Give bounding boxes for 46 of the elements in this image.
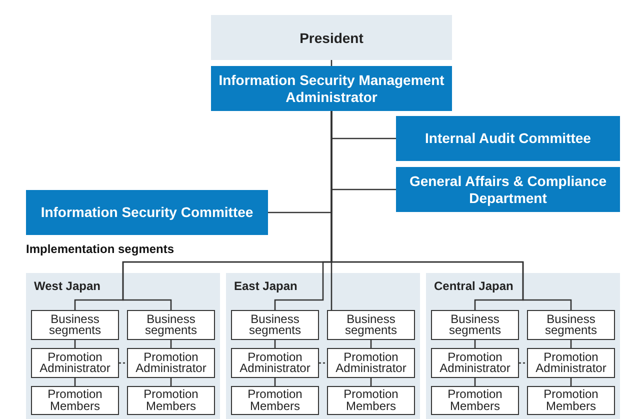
unit-box: Promotion Members	[231, 386, 319, 415]
connector-line	[170, 378, 172, 386]
connector-line	[274, 340, 276, 348]
unit-box: Promotion Administrator	[231, 348, 319, 378]
connector-line	[170, 340, 172, 348]
region-heading: West Japan	[34, 279, 100, 293]
dotted-connector	[319, 362, 327, 364]
unit-box: Promotion Administrator	[327, 348, 415, 378]
unit-box: Business segments	[527, 310, 615, 340]
region-panel	[226, 273, 420, 419]
region-heading: Central Japan	[434, 279, 514, 293]
connector-line	[74, 378, 76, 386]
unit-box: Promotion Members	[431, 386, 519, 415]
unit-box: Promotion Administrator	[431, 348, 519, 378]
section-heading: Implementation segments	[26, 242, 174, 256]
dotted-connector	[519, 362, 527, 364]
connector-line	[370, 378, 372, 386]
connector-line	[474, 340, 476, 348]
region-heading: East Japan	[234, 279, 298, 293]
connector-line	[570, 340, 572, 348]
unit-box: Business segments	[31, 310, 119, 340]
connector-line	[330, 60, 332, 66]
role-box: Information Security Committee	[26, 190, 268, 235]
region-panel	[26, 273, 220, 419]
unit-box: Promotion Members	[327, 386, 415, 415]
connector-line	[274, 378, 276, 386]
unit-box: Promotion Members	[127, 386, 215, 415]
role-box: Information Security Management Administrator	[211, 66, 452, 111]
connector-line	[370, 340, 372, 348]
role-box: Internal Audit Committee	[396, 116, 620, 161]
unit-box: Promotion Administrator	[31, 348, 119, 378]
unit-box: Business segments	[127, 310, 215, 340]
unit-box: Promotion Administrator	[527, 348, 615, 378]
unit-box: Promotion Members	[31, 386, 119, 415]
connector-line	[570, 378, 572, 386]
connector-line	[474, 378, 476, 386]
role-box: General Affairs & Compliance Department	[396, 167, 620, 212]
unit-box: Promotion Members	[527, 386, 615, 415]
unit-box: Business segments	[431, 310, 519, 340]
dotted-connector	[119, 362, 127, 364]
connector-line	[74, 340, 76, 348]
unit-box: Business segments	[231, 310, 319, 340]
region-panel	[426, 273, 620, 419]
unit-box: Business segments	[327, 310, 415, 340]
unit-box: Promotion Administrator	[127, 348, 215, 378]
title-box: President	[211, 15, 452, 60]
